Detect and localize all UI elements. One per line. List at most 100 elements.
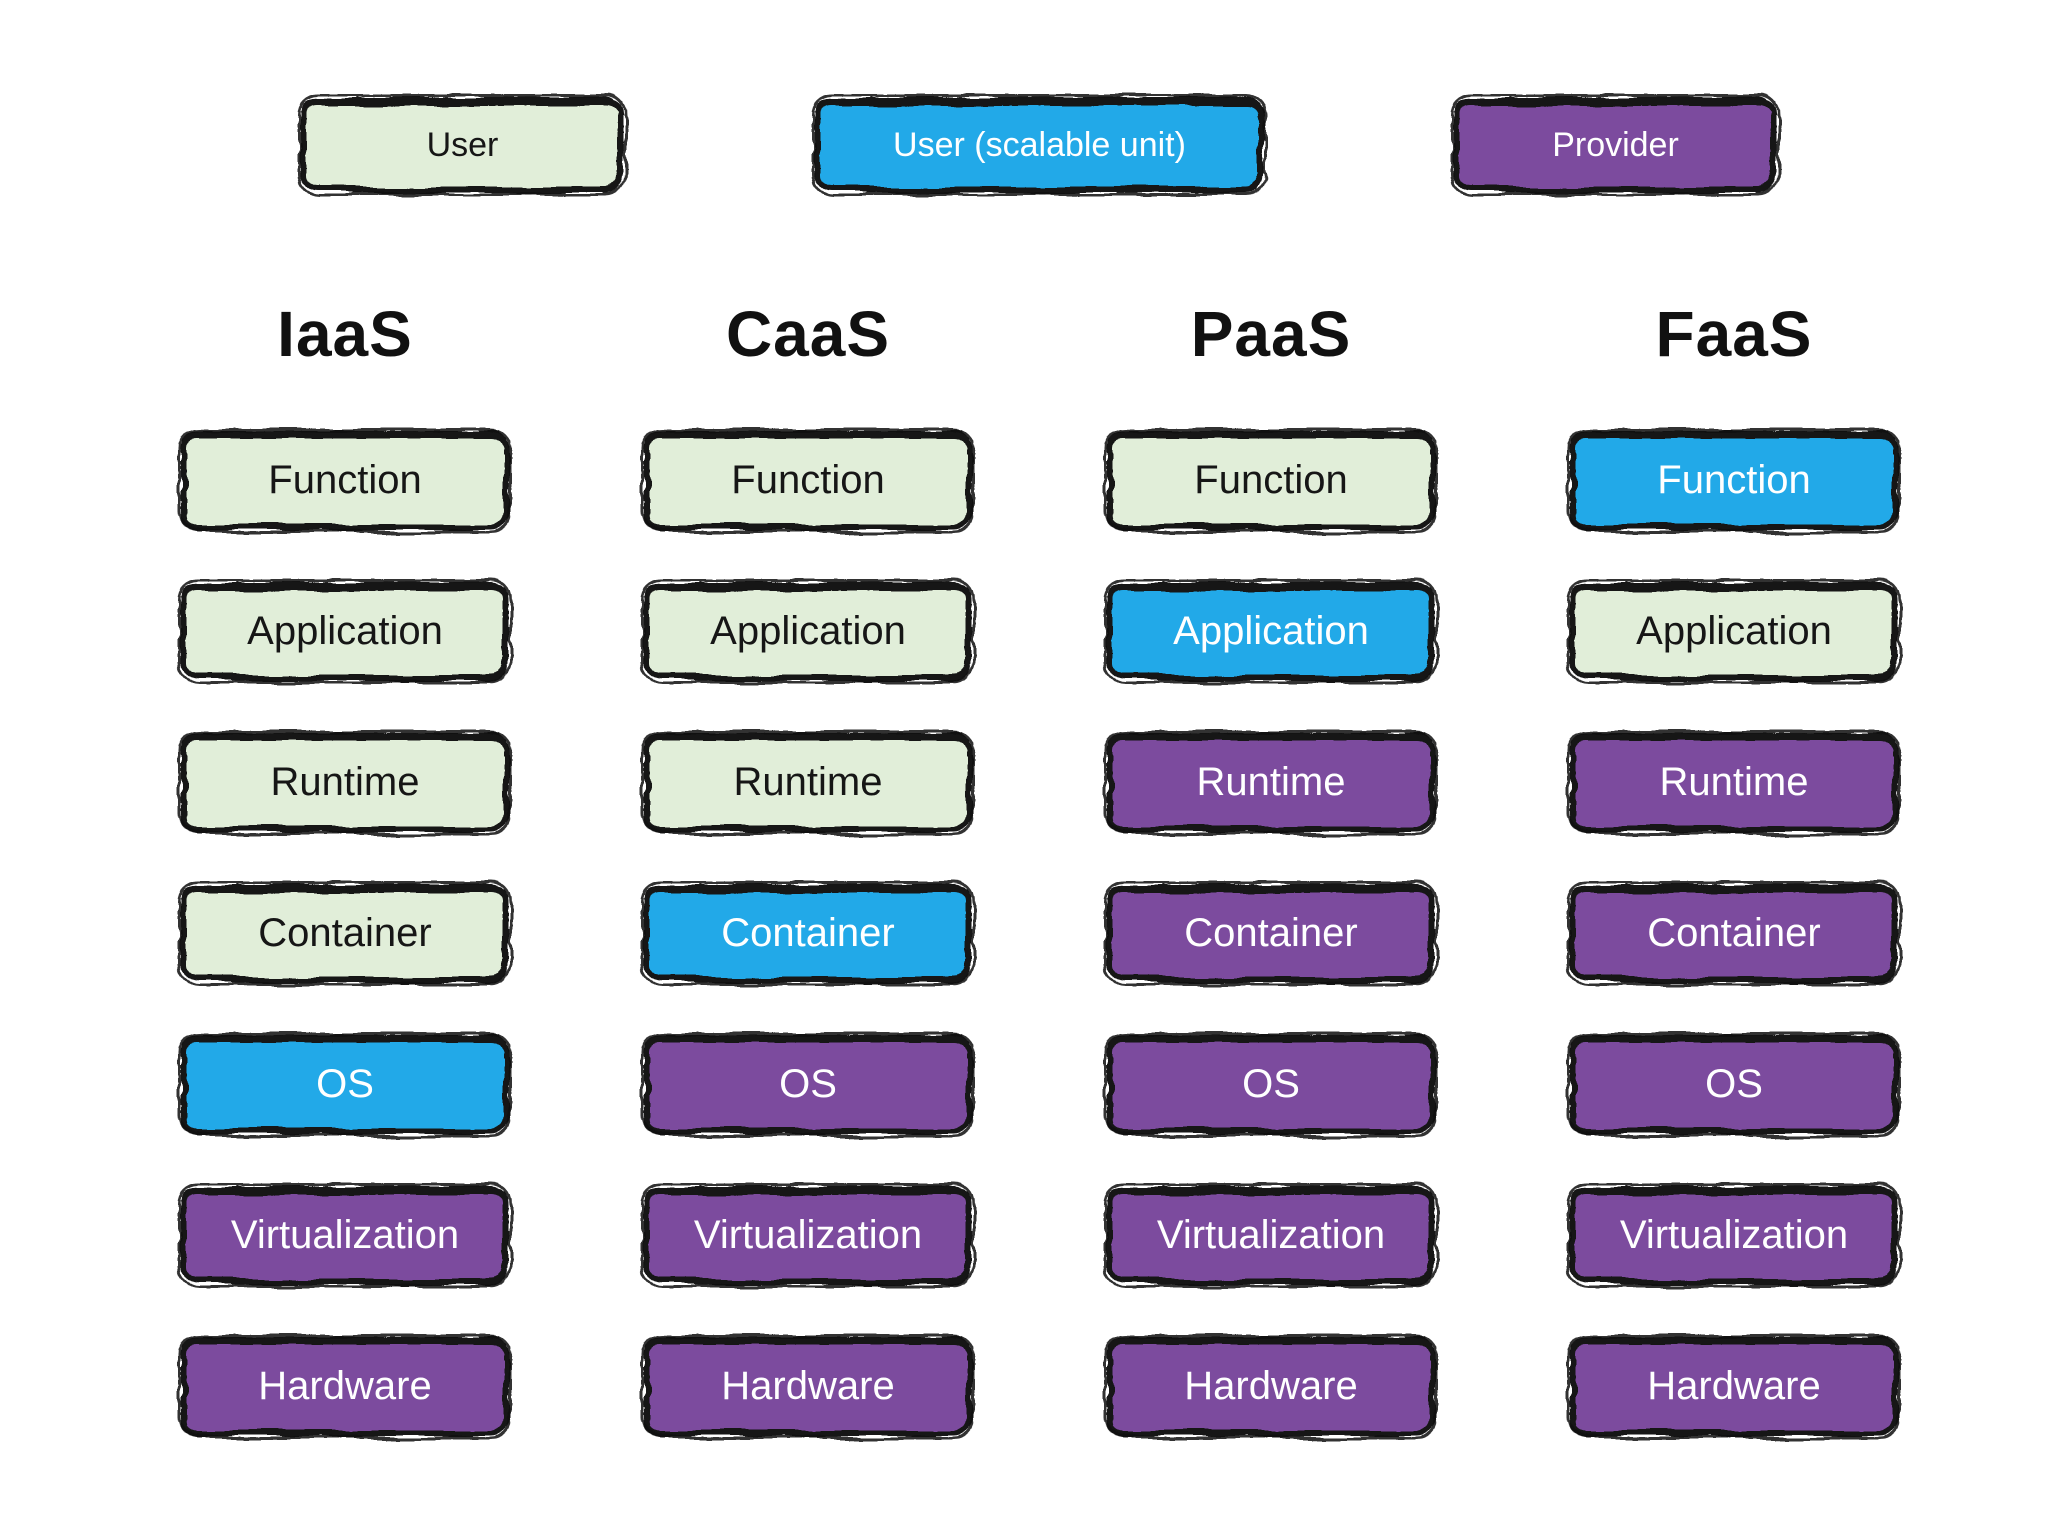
layer-label: Container [1647, 911, 1821, 955]
box-border [1104, 881, 1438, 986]
box-border [641, 579, 975, 684]
layer-label: Runtime [270, 760, 420, 804]
layer-label: Virtualization [230, 1213, 460, 1257]
box-faas-os: OS [1567, 1032, 1901, 1137]
layer-label: Hardware [721, 1364, 895, 1408]
box-border [178, 1334, 512, 1439]
box-border [1104, 1032, 1438, 1137]
box-iaas-hardware: Hardware [178, 1334, 512, 1439]
box-border [1104, 730, 1438, 835]
box-background [644, 733, 972, 832]
box-faas-application: Application [1567, 579, 1901, 684]
box-border [178, 1183, 512, 1288]
box-background [644, 1035, 972, 1134]
box-paas-container: Container [1104, 881, 1438, 986]
column-title-faas: FaaS [1655, 298, 1813, 370]
box-paas-function: Function [1104, 428, 1438, 533]
box-caas-function: Function [641, 428, 975, 533]
box-background [181, 582, 509, 681]
box-background [181, 1035, 509, 1134]
box-background [181, 884, 509, 983]
box-background [644, 884, 972, 983]
box-paas-runtime: Runtime [1104, 730, 1438, 835]
box-background [181, 431, 509, 530]
box-faas-hardware: Hardware [1567, 1334, 1901, 1439]
box-background [1570, 1035, 1898, 1134]
layer-label: Container [258, 911, 432, 955]
layer-label: OS [316, 1062, 374, 1106]
box-background [644, 1186, 972, 1285]
layer-label: Application [247, 609, 443, 653]
box-iaas-application: Application [178, 579, 512, 684]
box-border [178, 1032, 512, 1137]
layer-label: OS [1705, 1062, 1763, 1106]
box-border [641, 1183, 975, 1288]
box-background [1570, 431, 1898, 530]
box-caas-container: Container [641, 881, 975, 986]
legend-label-user: User [426, 125, 499, 164]
box-paas-hardware: Hardware [1104, 1334, 1438, 1439]
column-title-caas: CaaS [725, 298, 891, 370]
legend-label-provider: Provider [1552, 125, 1679, 164]
box-paas-virtualization: Virtualization [1104, 1183, 1438, 1288]
box-border [641, 1032, 975, 1137]
box-border [178, 579, 512, 684]
layer-label: Application [1636, 609, 1832, 653]
box-background [1107, 582, 1435, 681]
box-border [1567, 730, 1901, 835]
box-border [178, 428, 512, 533]
box-iaas-container: Container [178, 881, 512, 986]
box-border [178, 881, 512, 986]
layer-label: OS [1242, 1062, 1300, 1106]
column-title-paas: PaaS [1190, 298, 1352, 370]
box-background [644, 582, 972, 681]
box-border [812, 94, 1267, 196]
box-caas-runtime: Runtime [641, 730, 975, 835]
layer-label: Runtime [1196, 760, 1346, 804]
box-border [641, 881, 975, 986]
box-caas-virtualization: Virtualization [641, 1183, 975, 1288]
box-border [641, 428, 975, 533]
column-title-iaas: IaaS [277, 298, 413, 370]
box-faas-container: Container [1567, 881, 1901, 986]
box-paas-application: Application [1104, 579, 1438, 684]
box-background [1107, 431, 1435, 530]
box-border [641, 730, 975, 835]
layer-label: Virtualization [693, 1213, 923, 1257]
box-faas-virtualization: Virtualization [1567, 1183, 1901, 1288]
box-iaas-virtualization: Virtualization [178, 1183, 512, 1288]
layer-label: OS [779, 1062, 837, 1106]
box-faas-runtime: Runtime [1567, 730, 1901, 835]
layer-label: Function [1194, 458, 1348, 502]
box-background [1107, 884, 1435, 983]
box-border [1567, 881, 1901, 986]
column-iaas: IaaS Function Application Runtime Contai… [178, 283, 512, 1486]
box-iaas-function: Function [178, 428, 512, 533]
box-background [815, 97, 1264, 193]
box-background [1570, 733, 1898, 832]
layer-label: Hardware [258, 1364, 432, 1408]
layer-label: Runtime [733, 760, 883, 804]
legend-box-user: User [298, 94, 627, 196]
layer-label: Function [731, 458, 885, 502]
box-background [644, 431, 972, 530]
box-caas-hardware: Hardware [641, 1334, 975, 1439]
layer-label: Function [1657, 458, 1811, 502]
box-border [1567, 1183, 1901, 1288]
box-background [181, 1337, 509, 1436]
box-background [1107, 1035, 1435, 1134]
legend-label-user-scalable-unit: User (scalable unit) [893, 125, 1186, 164]
column-paas: PaaS Function Application Runtime Contai… [1104, 283, 1438, 1486]
box-background [1570, 1337, 1898, 1436]
box-border [1104, 1183, 1438, 1288]
box-iaas-runtime: Runtime [178, 730, 512, 835]
box-border [178, 730, 512, 835]
box-background [1570, 582, 1898, 681]
box-background [181, 733, 509, 832]
box-background [1107, 1186, 1435, 1285]
column-faas: FaaS Function Application Runtime Contai… [1567, 283, 1901, 1486]
box-paas-os: OS [1104, 1032, 1438, 1137]
box-border [1104, 1334, 1438, 1439]
layer-label: Function [268, 458, 422, 502]
